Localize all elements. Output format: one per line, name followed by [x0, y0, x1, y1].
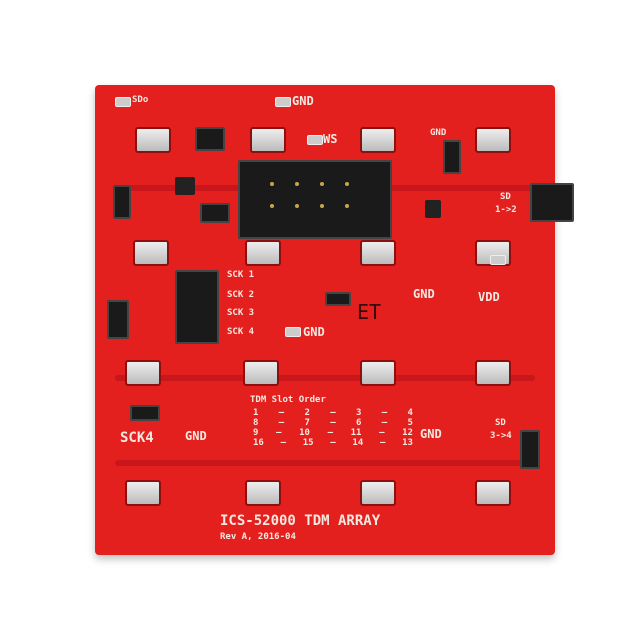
ic-chip — [175, 177, 195, 195]
label-gnd: GND — [413, 287, 435, 301]
handwritten-mark: ET — [357, 300, 382, 324]
microphone — [135, 127, 171, 153]
slot-row: 9—10—11—12 — [253, 428, 413, 438]
trace — [115, 375, 535, 381]
trace — [115, 460, 535, 466]
microphone — [245, 240, 281, 266]
label-sck2: SCK 2 — [227, 290, 255, 300]
label-sd: SD — [500, 192, 511, 202]
slot-number: 13 — [402, 438, 413, 448]
jumper[interactable] — [130, 405, 160, 421]
slot-row: 16—15—14—13 — [253, 438, 413, 448]
label-sd-select: 3->4 — [490, 431, 512, 441]
jumper[interactable] — [443, 140, 461, 174]
jumper-header-sd-bottom[interactable] — [520, 430, 540, 469]
label-sck4: SCK 4 — [227, 327, 255, 337]
product-name: ICS-52000 TDM ARRAY — [220, 513, 381, 529]
jumper[interactable] — [325, 292, 351, 306]
ribbon-connector — [238, 160, 392, 239]
slot-number: 12 — [402, 428, 413, 438]
test-pad — [307, 135, 323, 145]
pcb-board: SDo GND WS GND SD 1->2 VDD GND SCK 1 SCK… — [95, 85, 574, 555]
jumper[interactable] — [113, 185, 131, 219]
microphone — [475, 360, 511, 386]
jumper[interactable] — [200, 203, 230, 223]
label-sck4-left: SCK4 — [120, 430, 154, 446]
label-ws: WS — [323, 132, 338, 146]
jumper-header-left[interactable] — [107, 300, 129, 339]
ic-chip — [425, 200, 441, 218]
microphone — [360, 240, 396, 266]
slot-number: 7 — [304, 418, 310, 428]
microphone — [125, 480, 161, 506]
label-sd: SD — [495, 418, 506, 428]
test-pad — [115, 97, 131, 107]
slot-number: 16 — [253, 438, 264, 448]
microphone — [475, 480, 511, 506]
label-gnd: GND — [420, 427, 442, 441]
label-gnd: GND — [292, 94, 314, 108]
microphone — [475, 127, 511, 153]
jumper-header-sd-top[interactable] — [530, 183, 574, 222]
label-gnd: GND — [303, 325, 325, 339]
microphone — [133, 240, 169, 266]
microphone — [360, 480, 396, 506]
label-sck3: SCK 3 — [227, 308, 255, 318]
slot-order-title: TDM Slot Order — [250, 395, 326, 405]
label-vdd: VDD — [478, 290, 500, 304]
label-gnd: GND — [430, 128, 447, 138]
microphone — [250, 127, 286, 153]
microphone — [125, 360, 161, 386]
test-pad — [275, 97, 291, 107]
test-pad — [490, 255, 506, 265]
slot-number: 10 — [299, 428, 310, 438]
slot-row: 1—2—3—4 — [253, 408, 413, 418]
microphone — [360, 360, 396, 386]
slot-number: 6 — [356, 418, 362, 428]
slot-number: 8 — [253, 418, 259, 428]
microphone — [243, 360, 279, 386]
slot-number: 9 — [253, 428, 259, 438]
microphone — [245, 480, 281, 506]
label-sck1: SCK 1 — [227, 270, 255, 280]
jumper[interactable] — [195, 127, 225, 151]
slot-number: 14 — [352, 438, 364, 448]
microphone — [360, 127, 396, 153]
slot-number: 5 — [407, 418, 413, 428]
slot-row: 8—7—6—5 — [253, 418, 413, 428]
slot-number: 11 — [350, 428, 362, 438]
test-pad — [285, 327, 301, 337]
label-sd-select: 1->2 — [495, 205, 517, 215]
slot-number: 15 — [302, 438, 314, 448]
label-sdo: SDo — [132, 95, 149, 105]
label-gnd: GND — [185, 429, 207, 443]
jumper-header-sck[interactable] — [175, 270, 219, 344]
revision-label: Rev A, 2016-04 — [220, 532, 296, 542]
